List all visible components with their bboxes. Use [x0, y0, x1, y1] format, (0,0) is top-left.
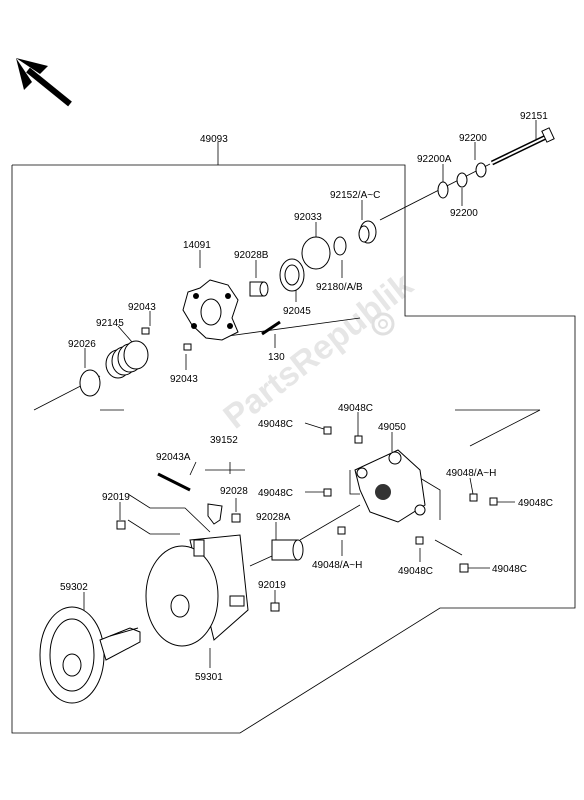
label-49048AH-2: 49048/A~H [312, 560, 362, 571]
label-59302: 59302 [60, 582, 88, 593]
label-14091: 14091 [183, 240, 211, 251]
label-49048C-2: 49048C [338, 403, 373, 414]
label-59301: 59301 [195, 672, 223, 683]
label-49048C-4: 49048C [518, 498, 553, 509]
label-92043-upper: 92043 [128, 302, 156, 313]
assembly-boundary [11, 164, 576, 734]
bushing-92028B [249, 281, 269, 297]
weight-arm-49050 [354, 449, 426, 523]
label-49048C-6: 49048C [492, 564, 527, 575]
watermark-gear-icon [371, 312, 395, 336]
nut-92019-b [270, 602, 280, 612]
spacer-92152 [358, 220, 377, 244]
nut-49048AH-a [469, 493, 478, 502]
label-49048AH-1: 49048/A~H [446, 468, 496, 479]
nut-49048C-b [354, 435, 363, 444]
label-92200A: 92200A [417, 154, 452, 165]
sheave-59302 [39, 606, 141, 704]
o-ring-92180 [333, 236, 347, 256]
pin-92043-b [183, 343, 192, 351]
label-92145: 92145 [96, 318, 124, 329]
sheave-59301 [145, 534, 249, 647]
label-49048C-1: 49048C [258, 419, 293, 430]
ring-92026 [79, 369, 101, 397]
label-92200-bottom: 92200 [450, 208, 478, 219]
nut-92019-a [116, 520, 126, 530]
part-labels: 49093 92151 92200 92200A 92200 92152/A~C… [60, 111, 553, 683]
bolt-92151 [490, 127, 555, 166]
label-92033: 92033 [294, 212, 322, 223]
label-92026: 92026 [68, 339, 96, 350]
label-92028B: 92028B [234, 250, 269, 261]
leader-lines [33, 120, 541, 668]
nut-49048C-d [489, 497, 498, 506]
pin-92043-a [141, 327, 150, 335]
label-92152: 92152/A~C [330, 190, 380, 201]
label-92028: 92028 [220, 486, 248, 497]
label-92200-top: 92200 [459, 133, 487, 144]
washer-92200-b [475, 162, 487, 178]
o-ring-92033 [301, 236, 331, 270]
nut-49048AH-b [337, 526, 346, 535]
label-92180: 92180/A/B [316, 282, 363, 293]
label-92045: 92045 [283, 306, 311, 317]
weight-39152 [207, 503, 223, 525]
pin-92043A [157, 472, 191, 492]
label-49048C-3: 49048C [258, 488, 293, 499]
label-92028A: 92028A [256, 512, 291, 523]
direction-arrow-icon [16, 58, 72, 107]
label-49048C-5: 49048C [398, 566, 433, 577]
label-49093: 49093 [200, 134, 228, 145]
nut-49048C-c [323, 488, 332, 497]
cover-14091 [182, 279, 239, 341]
washer-92200-a [456, 172, 468, 188]
bearing-92045 [279, 258, 305, 292]
label-92019-upper: 92019 [102, 492, 130, 503]
label-92043-lower: 92043 [170, 374, 198, 385]
nut-49048C-e [415, 536, 424, 545]
bushing-92028A [271, 539, 304, 561]
bushing-92028 [231, 513, 241, 523]
pin-130 [261, 320, 281, 336]
label-92019-lower: 92019 [258, 580, 286, 591]
washer-92200A [437, 181, 449, 199]
label-130: 130 [268, 352, 285, 363]
label-49050: 49050 [378, 422, 406, 433]
label-92151: 92151 [520, 111, 548, 122]
spring-92145 [105, 340, 149, 379]
label-92043A: 92043A [156, 452, 191, 463]
nut-49048C-f [459, 563, 469, 573]
label-39152: 39152 [210, 435, 238, 446]
nut-49048C-a [323, 426, 332, 435]
